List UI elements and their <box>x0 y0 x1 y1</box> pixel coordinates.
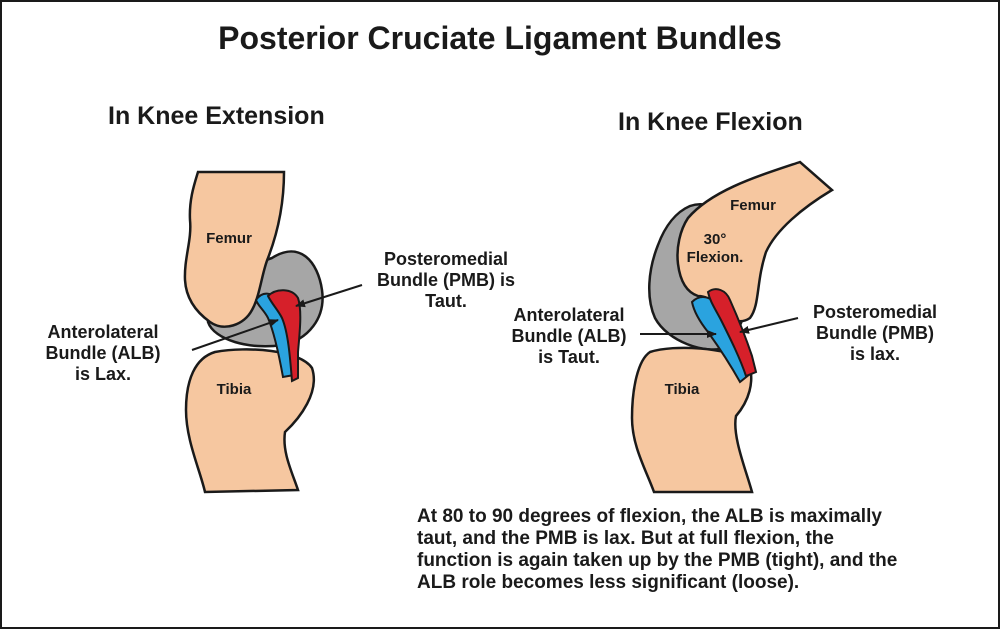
explanatory-note: At 80 to 90 degrees of flexion, the ALB … <box>417 506 992 594</box>
note-line: function is again taken up by the PMB (t… <box>417 550 898 571</box>
extension-alb-label: Anterolateral Bundle (ALB) is Lax. <box>28 322 178 385</box>
flexion-alb-label: Anterolateral Bundle (ALB) is Taut. <box>494 305 644 368</box>
extension-pmb-label-line: Bundle (PMB) is <box>377 270 515 290</box>
extension-femur <box>183 170 286 328</box>
note-line: ALB role becomes less significant (loose… <box>417 572 800 593</box>
extension-alb-label-line: is Lax. <box>74 364 132 384</box>
flexion-angle-label-line: 30° <box>703 231 727 248</box>
flexion-heading: In Knee Flexion <box>618 108 803 136</box>
flexion-alb-label-line: is Taut. <box>538 347 600 367</box>
flexion-pmb-arrow <box>739 317 799 334</box>
flexion-pmb-label-line: is lax. <box>849 344 901 364</box>
flexion-femur <box>676 160 835 323</box>
flexion-pmb-label-line: Bundle (PMB) <box>816 323 934 343</box>
extension-alb-label-line: Bundle (ALB) <box>45 343 161 363</box>
knee-extension-illustration <box>183 170 363 494</box>
flexion-alb-label-line: Anterolateral <box>513 305 625 325</box>
knee-flexion-illustration <box>630 160 835 494</box>
extension-tibia-label: Tibia <box>216 381 252 398</box>
extension-alb-label-line: Anterolateral <box>47 322 159 342</box>
flexion-pmb-label-line: Posteromedial <box>812 302 938 322</box>
flexion-femur-label: Femur <box>730 197 776 214</box>
extension-heading: In Knee Extension <box>108 102 325 130</box>
extension-pmb-arrow <box>295 284 363 308</box>
flexion-tibia-label: Tibia <box>664 381 700 398</box>
flexion-angle-label: 30° Flexion. <box>680 231 750 267</box>
extension-pmb-label: Posteromedial Bundle (PMB) is Taut. <box>354 249 538 312</box>
extension-alb-arrow <box>191 319 279 351</box>
note-line: At 80 to 90 degrees of flexion, the ALB … <box>417 506 882 527</box>
diagram-title: Posterior Cruciate Ligament Bundles <box>218 20 782 56</box>
note-line: taut, and the PMB is lax. But at full fl… <box>417 528 834 549</box>
extension-pmb-bundle <box>266 289 302 383</box>
flexion-pmb-label: Posteromedial Bundle (PMB) is lax. <box>800 302 950 365</box>
extension-femur-label: Femur <box>206 230 252 247</box>
extension-tibia <box>184 348 315 494</box>
flexion-pmb-bundle <box>706 288 758 378</box>
flexion-angle-label-line: Flexion. <box>686 249 744 266</box>
extension-pmb-label-line: Posteromedial <box>383 249 509 269</box>
extension-pmb-label-line: Taut. <box>425 291 467 311</box>
flexion-alb-label-line: Bundle (ALB) <box>511 326 627 346</box>
